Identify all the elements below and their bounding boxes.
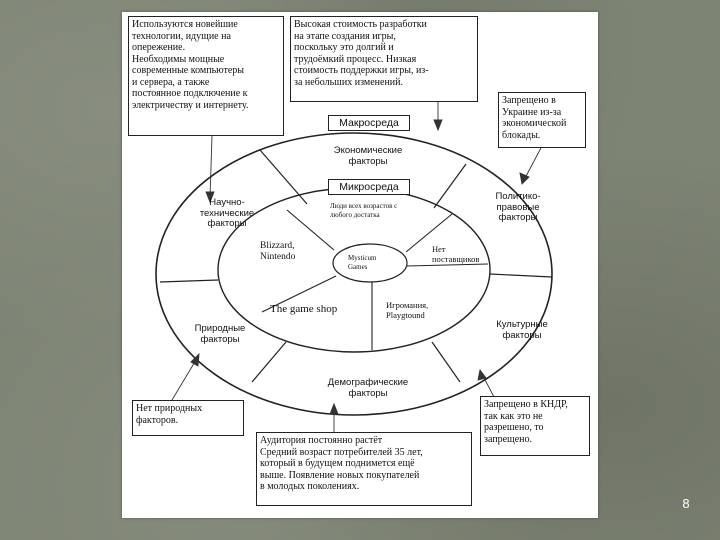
arrow-line (209, 135, 213, 199)
inner-spoke (261, 275, 337, 313)
arrowhead (433, 119, 443, 132)
inner-spoke (286, 209, 335, 251)
competitors-label: Blizzard, Nintendo (260, 241, 296, 262)
tech-factors-label: Научно- технические факторы (199, 197, 255, 229)
center-ellipse (332, 243, 408, 283)
micro-label: Микросреда (328, 179, 410, 195)
economic-factors-label: Экономические факторы (333, 145, 403, 167)
arrowhead (477, 368, 487, 381)
political-factors-label: Политико- правовые факторы (495, 191, 541, 223)
spoke-line (433, 163, 467, 209)
shop-label: The game shop (270, 303, 338, 315)
kndr-note-box: Запрещено в КНДР, так как это не разреше… (480, 396, 590, 456)
inner-spoke (405, 213, 453, 253)
macro-ring-outer (155, 132, 553, 416)
ukraine-note-box: Запрещено в Украине из-за экономической … (498, 92, 586, 148)
arrowhead (190, 352, 200, 367)
spoke-line (251, 341, 287, 383)
cost-note-box: Высокая стоимость разработки на этапе со… (290, 16, 478, 102)
demographic-factors-label: Демографические факторы (327, 377, 409, 399)
diagram-sheet: Используются новейшие технологии, идущие… (122, 12, 598, 518)
arrowhead (329, 402, 339, 415)
arrowhead (205, 191, 215, 204)
company-center-label: Mysticum Games (348, 254, 377, 271)
cultural-factors-label: Культурные факторы (496, 319, 548, 341)
audience-note-box: Аудитория постоянно растёт Средний возра… (256, 432, 472, 506)
spoke-line (489, 273, 553, 278)
natural-note-box: Нет природных факторов. (132, 400, 244, 436)
spoke-line (259, 149, 308, 205)
natural-factors-label: Природные факторы (194, 323, 246, 345)
spoke-line (159, 279, 219, 283)
page-number: 8 (682, 496, 690, 511)
arrow-line (171, 359, 197, 401)
arrowhead (519, 172, 530, 185)
tech-note-box: Используются новейшие технологии, идущие… (128, 16, 284, 136)
partners-label: Игромания, Playgtound (386, 300, 429, 320)
macro-label: Макросреда (328, 115, 410, 131)
inner-spoke (406, 263, 489, 267)
audience-segment-label: Люди всех возрастов с любого достатка (330, 202, 398, 219)
spoke-line (431, 341, 461, 383)
suppliers-label: Нет поставщиков (432, 244, 480, 264)
arrow-line (523, 145, 543, 181)
